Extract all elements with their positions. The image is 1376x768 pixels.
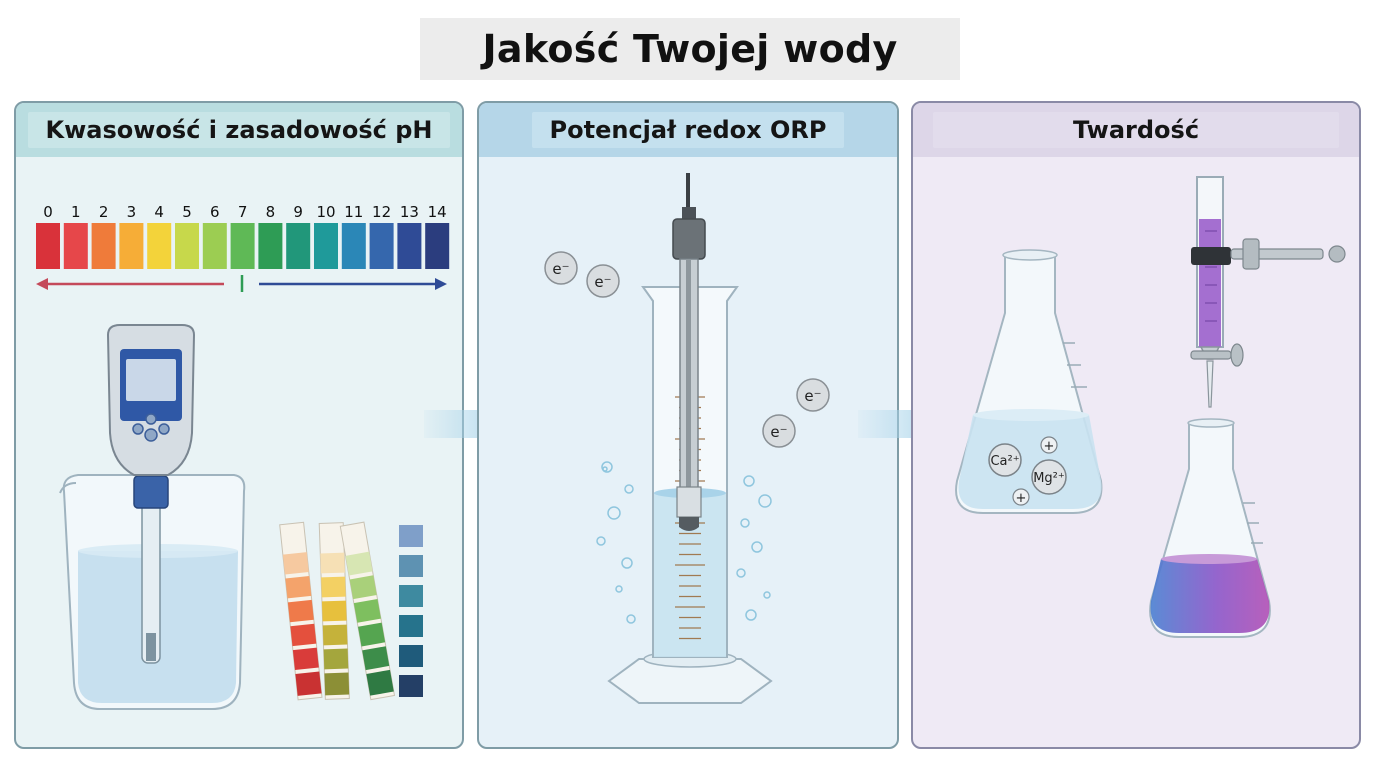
ph-number-6: 6 bbox=[210, 203, 220, 221]
ph-swatch-3 bbox=[119, 223, 144, 269]
ph-swatch-10 bbox=[314, 223, 338, 269]
svg-text:e⁻: e⁻ bbox=[552, 260, 569, 278]
ph-swatch-9 bbox=[286, 223, 311, 269]
svg-text:e⁻: e⁻ bbox=[804, 387, 821, 405]
test-strips bbox=[279, 521, 396, 701]
ph-swatch-0 bbox=[36, 223, 60, 269]
svg-text:Mg²⁺: Mg²⁺ bbox=[1033, 471, 1065, 486]
ph-number-12: 12 bbox=[372, 203, 391, 221]
panel-hardness-header: Twardość bbox=[913, 103, 1359, 157]
orp-electrode bbox=[672, 173, 706, 531]
electron-2: e⁻ bbox=[586, 264, 620, 298]
ph-swatch-7 bbox=[230, 223, 255, 269]
ph-meter bbox=[106, 324, 196, 664]
ph-number-11: 11 bbox=[344, 203, 363, 221]
ion-plus-2: + bbox=[1012, 488, 1030, 506]
ph-swatch-6 bbox=[202, 223, 227, 269]
electron-1: e⁻ bbox=[544, 251, 578, 285]
ion-plus-1: + bbox=[1040, 436, 1058, 454]
panel-ph-title: Kwasowość i zasadowość pH bbox=[27, 112, 451, 148]
ph-number-5: 5 bbox=[182, 203, 192, 221]
ph-number-1: 1 bbox=[71, 203, 81, 221]
ph-number-0: 0 bbox=[43, 203, 53, 221]
svg-text:e⁻: e⁻ bbox=[770, 423, 787, 441]
panel-orp-header: Potencjał redox ORP bbox=[479, 103, 897, 157]
svg-text:e⁻: e⁻ bbox=[594, 273, 611, 291]
acid-arrow-head bbox=[36, 278, 48, 290]
ph-swatch-14 bbox=[425, 223, 450, 269]
panel-orp: Potencjał redox ORP e⁻ e⁻ e⁻ e⁻ bbox=[477, 101, 899, 749]
svg-text:Ca²⁺: Ca²⁺ bbox=[990, 454, 1019, 469]
burette bbox=[1190, 176, 1346, 408]
ph-swatch-1 bbox=[63, 223, 88, 269]
ph-swatch-4 bbox=[147, 223, 172, 269]
orp-illustration: e⁻ e⁻ e⁻ e⁻ bbox=[544, 173, 830, 704]
panel-orp-title: Potencjał redox ORP bbox=[531, 112, 845, 148]
ph-swatch-8 bbox=[258, 223, 283, 269]
page-title: Jakość Twojej wody bbox=[482, 27, 898, 71]
ph-number-13: 13 bbox=[400, 203, 419, 221]
cylinder-base bbox=[607, 658, 773, 704]
panel-ph-header: Kwasowość i zasadowość pH bbox=[16, 103, 462, 157]
ph-number-3: 3 bbox=[127, 203, 137, 221]
ph-number-4: 4 bbox=[154, 203, 164, 221]
base-arrow-head bbox=[435, 278, 447, 290]
ph-number-8: 8 bbox=[266, 203, 276, 221]
ph-number-7: 7 bbox=[238, 203, 248, 221]
hardness-illustration: Ca²⁺ Mg²⁺ + + bbox=[955, 176, 1346, 638]
flask-sample bbox=[955, 249, 1103, 514]
electron-3: e⁻ bbox=[796, 378, 830, 412]
ph-swatch-11 bbox=[341, 223, 366, 269]
ph-swatch-2 bbox=[91, 223, 116, 269]
title-banner: Jakość Twojej wody bbox=[420, 18, 960, 80]
ph-number-14: 14 bbox=[428, 203, 447, 221]
ph-number-2: 2 bbox=[99, 203, 109, 221]
bubbles bbox=[596, 461, 772, 624]
color-chart bbox=[399, 525, 423, 697]
ph-number-10: 10 bbox=[316, 203, 335, 221]
ion-magnesium: Mg²⁺ bbox=[1031, 459, 1067, 495]
panel-hardness: Twardość Ca²⁺ Mg²⁺ + bbox=[911, 101, 1361, 749]
ph-swatch-12 bbox=[369, 223, 394, 269]
ph-swatch-5 bbox=[175, 223, 199, 269]
electron-4: e⁻ bbox=[762, 414, 796, 448]
svg-text:+: + bbox=[1044, 439, 1055, 454]
ion-calcium: Ca²⁺ bbox=[988, 443, 1022, 477]
panel-hardness-title: Twardość bbox=[932, 112, 1340, 148]
flask-titrated bbox=[1149, 418, 1271, 638]
ph-swatch-13 bbox=[397, 223, 422, 269]
ph-number-9: 9 bbox=[293, 203, 303, 221]
svg-text:+: + bbox=[1016, 491, 1027, 506]
